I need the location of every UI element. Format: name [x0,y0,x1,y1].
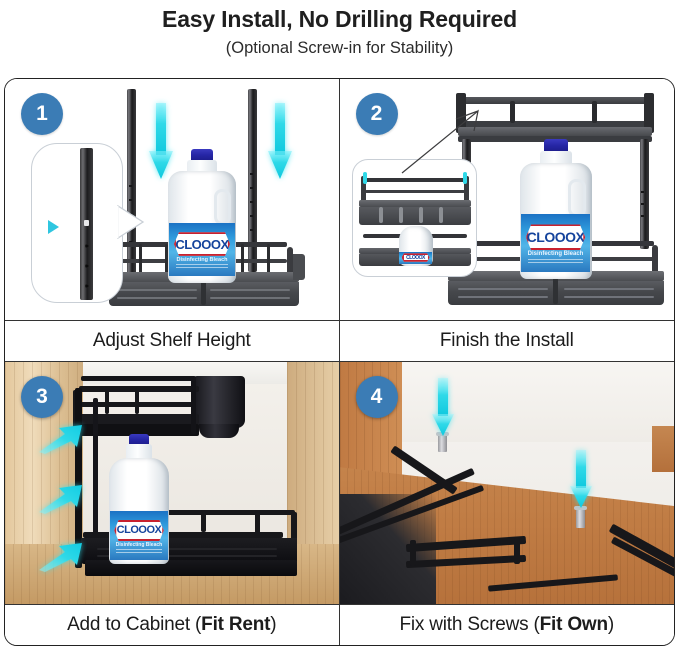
screw-back [437,434,447,452]
step-badge-3: 3 [21,376,63,418]
step-4-photo [339,362,674,604]
left-adjustable-pole [127,89,136,284]
step-badge-4-number: 4 [370,385,383,408]
step-panel-1: CLOOOX Disinfecting Bleach [5,79,340,362]
pole-closeup-graphic [80,148,93,300]
down-arrow-icon [268,103,292,179]
pole-detail-callout [31,143,123,303]
step-badge-2: 2 [355,93,398,135]
step-badge-3-number: 3 [36,385,48,408]
up-right-arrow-icon [39,543,82,572]
step-badge-4: 4 [355,376,398,418]
rack-post-right [639,139,649,249]
page-subtitle: (Optional Screw-in for Stability) [225,39,454,57]
bleach-bottle: CLOOOX [398,226,433,266]
steps-grid: CLOOOX Disinfecting Bleach [5,79,674,645]
bottle-brand-sub: Disinfecting Bleach [115,542,163,549]
down-arrow-icon [569,450,592,508]
step-4-caption-suffix: ) [607,614,615,635]
right-adjustable-pole [248,89,257,272]
top-shelf-detail-callout: CLOOOX [351,159,477,277]
step-panel-3: CLOOOX Disinfecting Bleach [5,362,340,645]
bleach-bottle: CLOOOX Disinfecting Bleach [168,149,236,283]
step-4-caption: Fix with Screws (Fit Own) [339,604,674,645]
play-triangle-icon [48,220,59,234]
callout-leader-line-icon [401,109,479,174]
step-badge-1: 1 [21,93,63,135]
screw-right [575,508,585,528]
step-3-caption: Add to Cabinet (Fit Rent) [5,604,339,645]
down-arrow-icon [149,103,173,179]
step-panel-2: CLOOOX [339,79,674,362]
callout-tail-icon [117,205,145,239]
step-1-caption-text: Adjust Shelf Height [92,330,251,351]
bleach-bottle: CLOOOX Disinfecting Bleach [109,434,169,564]
step-1-caption: Adjust Shelf Height [5,320,339,361]
cabinet-floor-photo [339,362,674,604]
bottle-brand-text: CLOOOX [175,236,229,252]
step-3-caption-bold: Fit Rent [201,614,271,635]
step-4-caption-bold: Fit Own [539,614,608,635]
step-1-illustration: CLOOOX Disinfecting Bleach [5,79,339,320]
header: Easy Install, No Drilling Required (Opti… [0,0,679,61]
bottle-brand-text: CLOOOX [116,524,162,537]
step-3-caption-prefix: Add to Cabinet ( [67,614,202,635]
step-3-caption-suffix: ) [270,614,277,635]
bottle-brand-text: CLOOOX [406,254,425,261]
page-title: Easy Install, No Drilling Required [162,6,517,32]
step-panel-4: Fix with Screws (Fit Own) 4 [339,362,674,645]
up-right-arrow-icon [39,425,82,454]
bottle-brand-sub: Disinfecting Bleach [176,256,228,263]
bottle-brand-sub: Disinfecting Bleach [527,251,584,258]
step-2-caption-text: Finish the Install [439,330,574,351]
step-badge-1-number: 1 [36,102,48,125]
bottle-brand-text: CLOOOX [526,229,585,246]
down-arrow-icon [431,378,454,436]
steps-frame: CLOOOX Disinfecting Bleach [4,78,675,646]
step-badge-2-number: 2 [370,102,383,125]
up-right-arrow-icon [39,485,82,514]
step-2-caption: Finish the Install [339,320,674,361]
step-4-caption-prefix: Fix with Screws ( [399,614,540,635]
bleach-bottle: CLOOOX Disinfecting Bleach [519,139,592,279]
